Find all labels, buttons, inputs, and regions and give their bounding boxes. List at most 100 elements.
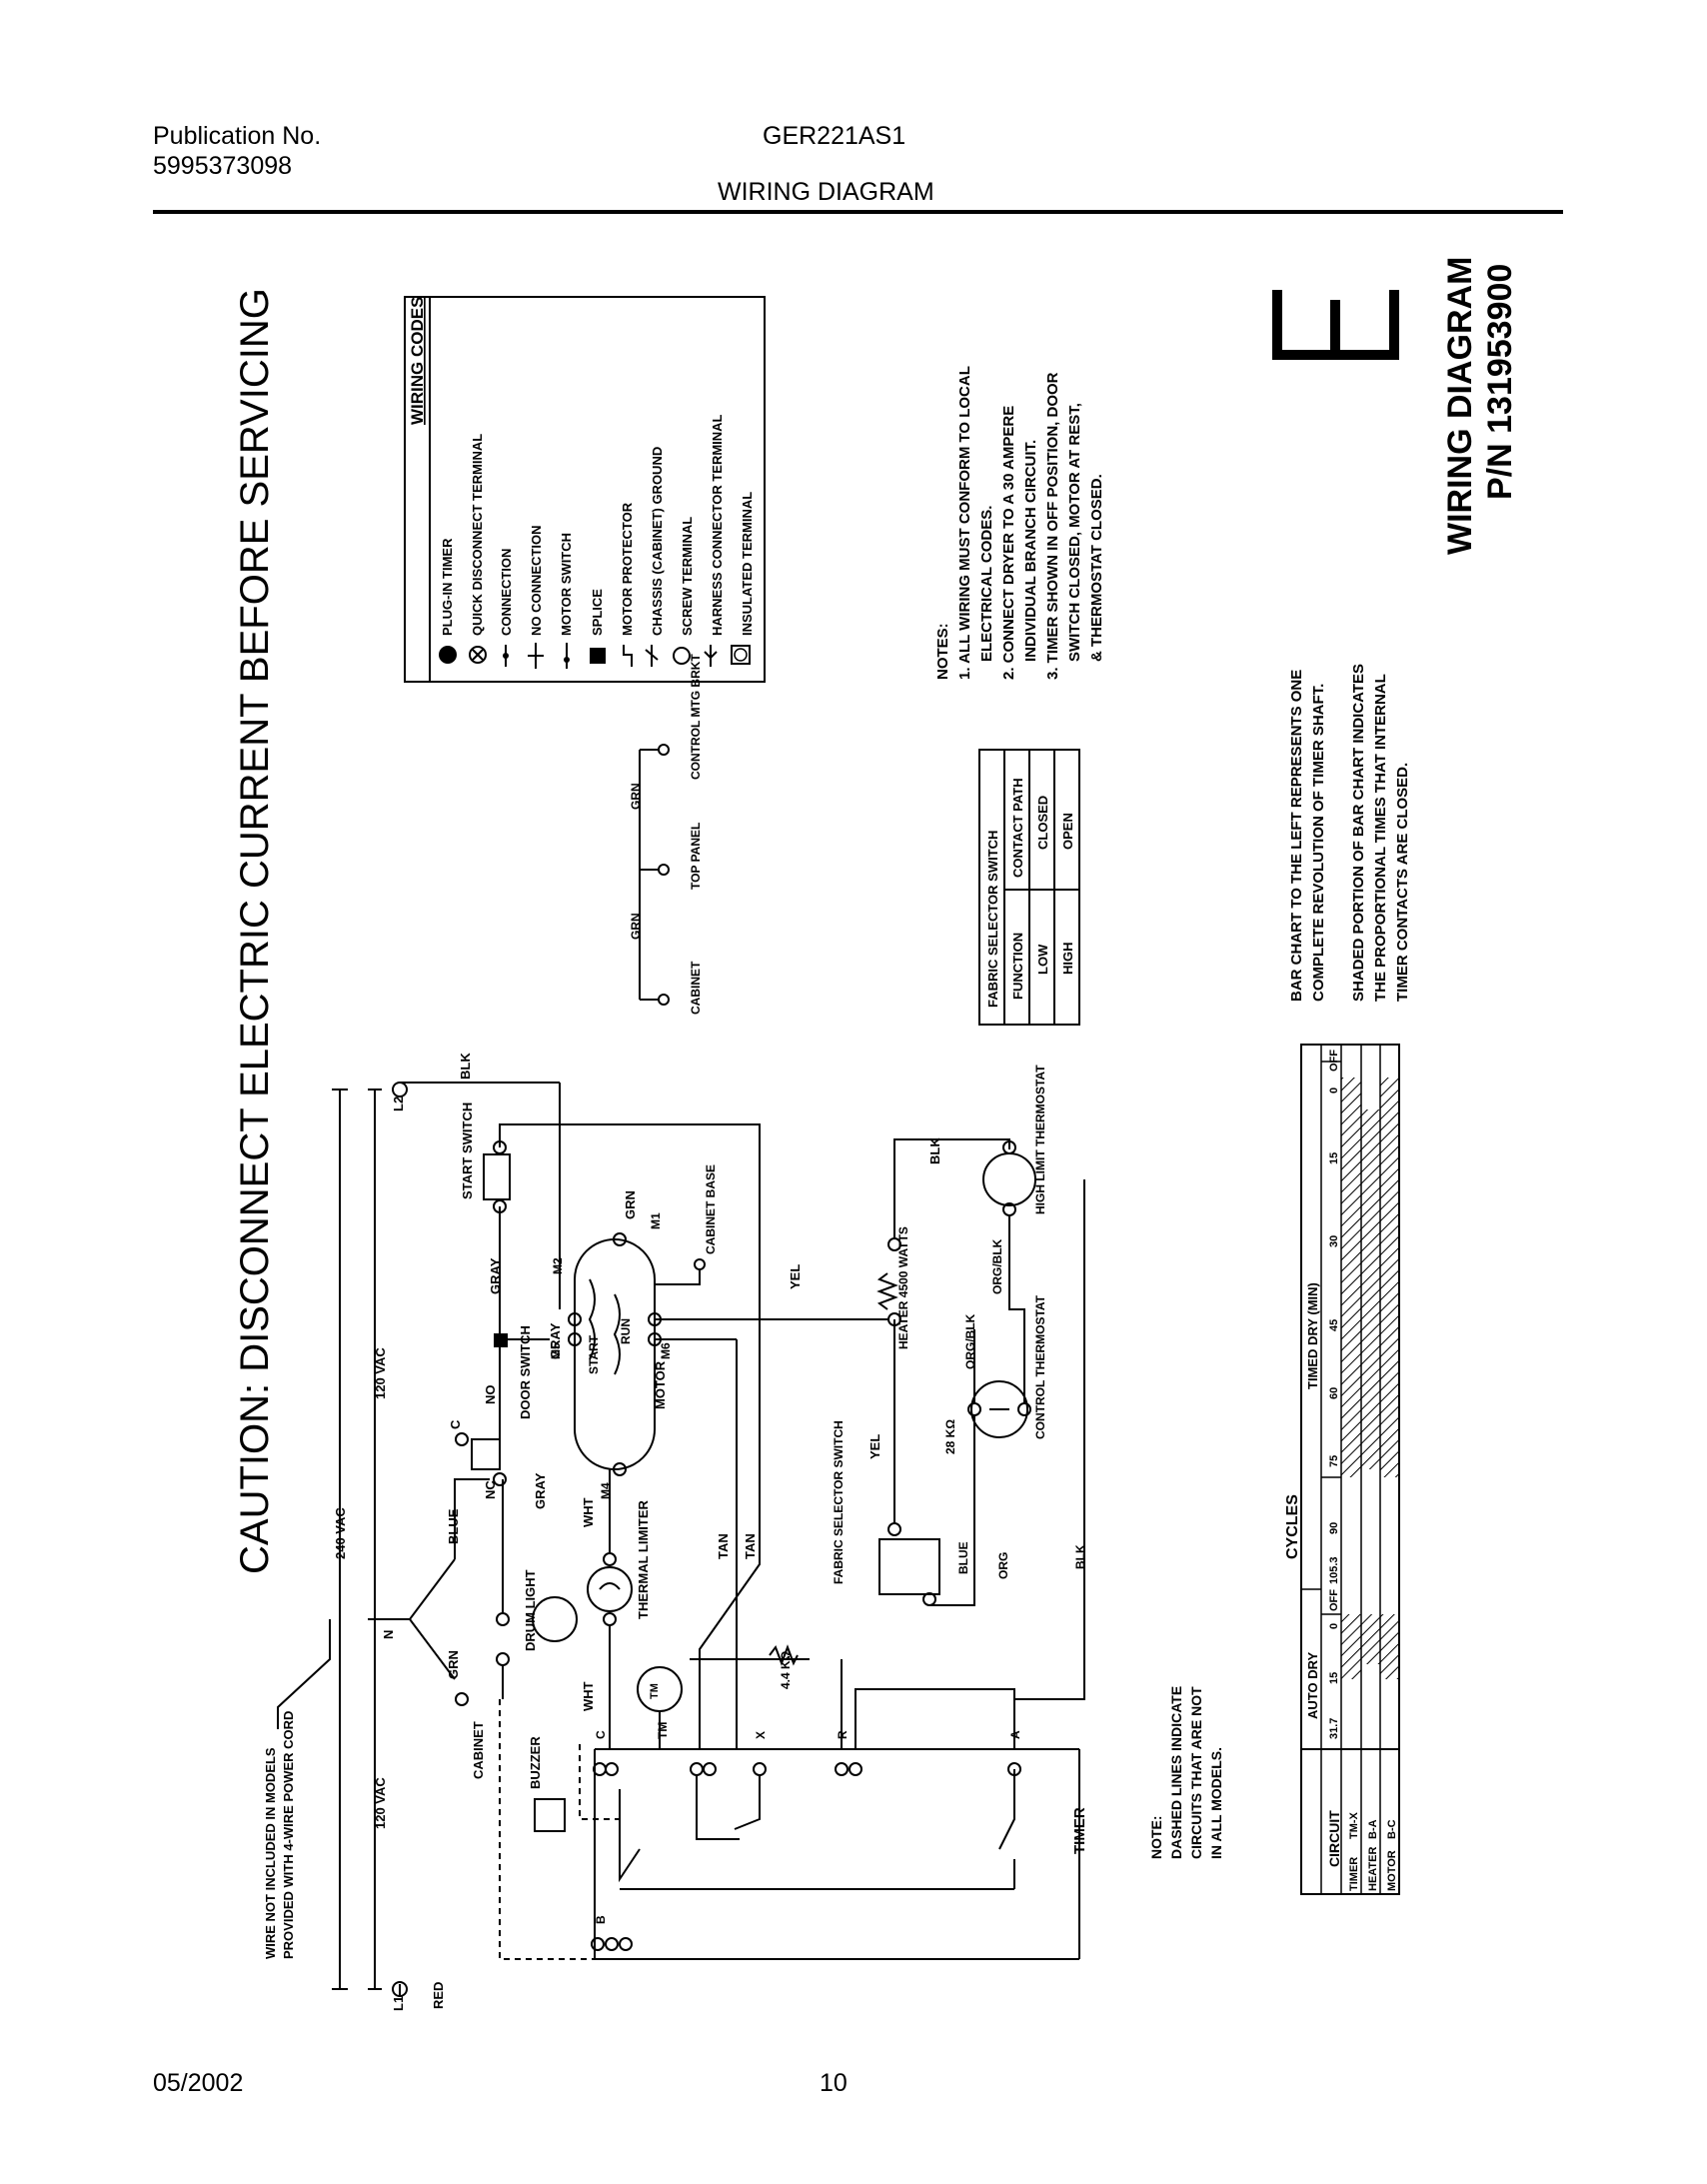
code-item: NO CONNECTION <box>529 526 544 637</box>
heater-label: HEATER 4500 WATTS <box>896 1226 910 1349</box>
control-thermostat-label: CONTROL THERMOSTAT <box>1033 1294 1047 1439</box>
code-item: MOTOR SWITCH <box>559 533 574 636</box>
harness-connector-icon <box>704 645 718 667</box>
code-item: SCREW TERMINAL <box>680 517 695 636</box>
chassis-ground-icon <box>645 645 659 667</box>
code-item: PLUG-IN TIMER <box>440 538 455 636</box>
resistor-44k-label: 4.4 KΩ <box>779 1650 793 1689</box>
motor-run-label: RUN <box>619 1318 633 1344</box>
header-rule <box>153 210 1563 214</box>
screw-terminal-icon <box>673 647 691 665</box>
circuit-name: HEATER <box>1367 1847 1379 1891</box>
code-item: SPLICE <box>590 589 605 636</box>
bar-note-line: BAR CHART TO THE LEFT REPRESENTS ONE <box>1288 670 1305 1002</box>
wire-note-line: PROVIDED WITH 4-WIRE POWER CORD <box>281 1711 296 1959</box>
plug-in-timer-icon <box>439 646 457 664</box>
motor-protector-icon <box>623 645 633 667</box>
auto-tick: 0 <box>1328 1623 1340 1629</box>
timed-tick: 60 <box>1328 1387 1340 1399</box>
m5-terminal-label: M5 <box>549 1342 563 1359</box>
circuit-contacts: B-C <box>1386 1819 1398 1839</box>
fabric-switch-label: FABRIC SELECTOR SWITCH <box>832 1420 846 1584</box>
note-line: 2. CONNECT DRYER TO A 30 AMPERE <box>1000 406 1017 680</box>
note-line: INDIVIDUAL BRANCH CIRCUIT. <box>1022 440 1039 662</box>
note-line: & THERMOSTAT CLOSED. <box>1088 474 1105 662</box>
code-item: MOTOR PROTECTOR <box>620 502 635 636</box>
fabric-table-title: FABRIC SELECTOR SWITCH <box>985 831 1000 1008</box>
a-terminal-label: A <box>1008 1730 1022 1739</box>
voltage-120-label: 120 VAC <box>373 1347 388 1399</box>
blk-wire-label: BLK <box>1073 1544 1087 1569</box>
tan-wire-label: TAN <box>716 1533 731 1559</box>
timed-tick: 45 <box>1328 1319 1340 1331</box>
voltage-120-label: 120 VAC <box>373 1777 388 1829</box>
resistor-28k-label: 28 KΩ <box>943 1419 957 1454</box>
gray-wire-label: GRAY <box>533 1472 548 1509</box>
m2-terminal-label: M2 <box>551 1257 565 1274</box>
yel-wire-label: YEL <box>788 1264 803 1289</box>
footer-date: 05/2002 <box>153 2069 244 2097</box>
r-terminal-label: R <box>836 1730 850 1739</box>
note-line: 1. ALL WIRING MUST CONFORM TO LOCAL <box>956 366 973 680</box>
tm-motor-label: TM <box>649 1683 661 1699</box>
timed-tick: 30 <box>1328 1235 1340 1247</box>
org-blk-wire-label: ORG/BLK <box>990 1238 1004 1294</box>
notes-title: NOTES: <box>934 623 951 680</box>
wire-note-line: WIRE NOT INCLUDED IN MODELS <box>263 1747 278 1959</box>
dashed-note-line: CIRCUITS THAT ARE NOT <box>1188 1686 1204 1859</box>
quick-disconnect-icon <box>469 646 487 664</box>
off-label: OFF <box>1328 1589 1340 1611</box>
code-item: CHASSIS (CABINET) GROUND <box>650 447 665 636</box>
grn-wire-label: GRN <box>629 913 643 940</box>
note-line: 3. TIMER SHOWN IN OFF POSITION, DOOR <box>1044 372 1061 680</box>
yel-wire-label: YEL <box>867 1434 882 1459</box>
diagram-title: WIRING DIAGRAM <box>1441 257 1479 555</box>
fabric-table-cell: CLOSED <box>1035 796 1050 850</box>
circuit-name: TIMER <box>1348 1857 1360 1891</box>
fabric-table-cell: HIGH <box>1060 943 1075 976</box>
timed-dry-header: TIMED DRY (MIN) <box>1305 1282 1320 1389</box>
fabric-table-header: FUNCTION <box>1010 933 1025 1000</box>
start-switch-label: START SWITCH <box>460 1102 475 1199</box>
wiring-codes-legend: WIRING CODES <box>404 296 766 683</box>
code-item: QUICK DISCONNECT TERMINAL <box>470 434 485 636</box>
control-bracket-label: CONTROL MTG BRKT <box>689 654 703 780</box>
wht-wire-label: WHT <box>581 1497 596 1527</box>
auto-tick: 31.7 <box>1328 1718 1340 1739</box>
blue-wire-label: BLUE <box>446 1508 461 1544</box>
l1-label: L1 <box>391 1996 406 2011</box>
wiring-codes-title: WIRING CODES <box>408 297 427 425</box>
auto-dry-header: AUTO DRY <box>1305 1652 1320 1720</box>
grn-wire-label: GRN <box>629 783 643 810</box>
blk-wire-label: BLK <box>458 1053 473 1080</box>
thermal-limiter-label: THERMAL LIMITER <box>636 1499 651 1619</box>
note-line: SWITCH CLOSED, MOTOR AT REST, <box>1066 403 1083 662</box>
no-connection-icon <box>528 643 544 669</box>
schematic <box>332 744 1085 1997</box>
b-terminal-label: B <box>594 1915 608 1924</box>
tan-wire-label: TAN <box>743 1533 758 1559</box>
door-switch-label: DOOR SWITCH <box>518 1325 533 1419</box>
neutral-label: N <box>381 1630 396 1639</box>
org-wire-label: ORG <box>996 1552 1010 1579</box>
diagram-part-number: P/N 131953900 <box>1481 264 1519 500</box>
bar-note-line: COMPLETE REVOLUTION OF TIMER SHAFT. <box>1310 684 1327 1002</box>
publication-number: 5995373098 <box>153 152 293 180</box>
high-limit-label: HIGH LIMIT THERMOSTAT <box>1033 1065 1047 1214</box>
cabinet-label: CABINET <box>471 1721 486 1779</box>
code-item: HARNESS CONNECTOR TERMINAL <box>710 414 725 636</box>
grn-wire-label: GRN <box>446 1650 461 1679</box>
top-panel-label: TOP PANEL <box>689 823 703 890</box>
motor-start-label: START <box>587 1334 601 1374</box>
code-item: CONNECTION <box>499 549 514 636</box>
timed-tick: 15 <box>1328 1152 1340 1164</box>
model-number: GER221AS1 <box>763 122 906 150</box>
dashed-lines-note: NOTE: DASHED LINES INDICATE CIRCUITS THA… <box>1148 1686 1224 1859</box>
m6-terminal-label: M6 <box>659 1342 673 1359</box>
cycles-title: CYCLES <box>1284 1494 1301 1559</box>
x-terminal-label: X <box>754 1731 768 1739</box>
footer-page-number: 10 <box>820 2069 848 2097</box>
publication-label: Publication No. <box>153 122 322 150</box>
motor-label: MOTOR <box>653 1360 668 1409</box>
